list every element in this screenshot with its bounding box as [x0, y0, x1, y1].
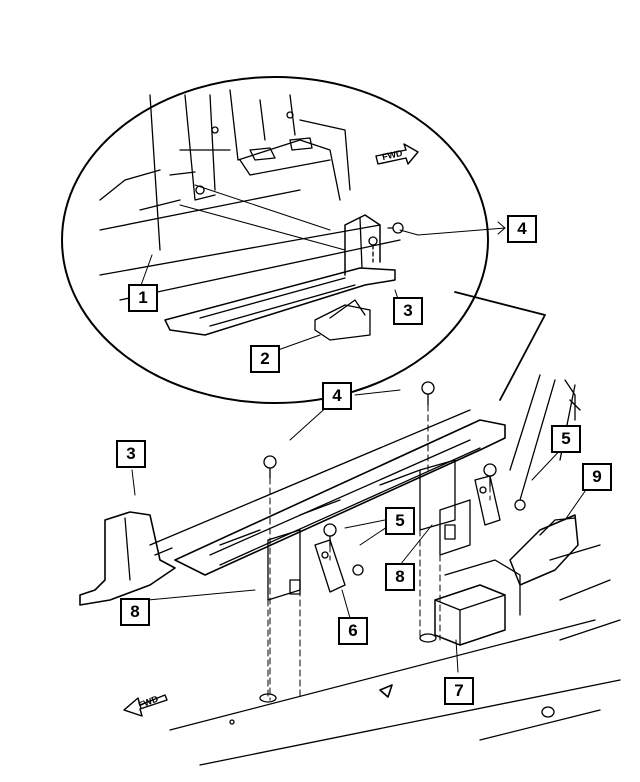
callout-1: 1 — [128, 284, 158, 312]
callout-5-mid: 5 — [385, 507, 415, 535]
callout-6: 6 — [338, 617, 368, 645]
callout-3-detail: 3 — [393, 297, 423, 325]
fwd-arrow-detail — [375, 143, 419, 165]
callout-4-detail: 4 — [507, 215, 537, 243]
main-view — [79, 374, 621, 766]
callout-7: 7 — [444, 677, 474, 705]
leader-lines — [131, 221, 591, 673]
detail-circle — [61, 76, 489, 404]
fwd-arrow-main — [123, 694, 168, 717]
callout-5-right: 5 — [551, 425, 581, 453]
callout-3-main: 3 — [116, 440, 146, 468]
callout-8-mid: 8 — [385, 563, 415, 591]
callout-8-left: 8 — [120, 598, 150, 626]
detail-view — [61, 76, 489, 404]
callout-2: 2 — [250, 345, 280, 373]
callout-4-main: 4 — [322, 382, 352, 410]
callout-9: 9 — [582, 463, 612, 491]
